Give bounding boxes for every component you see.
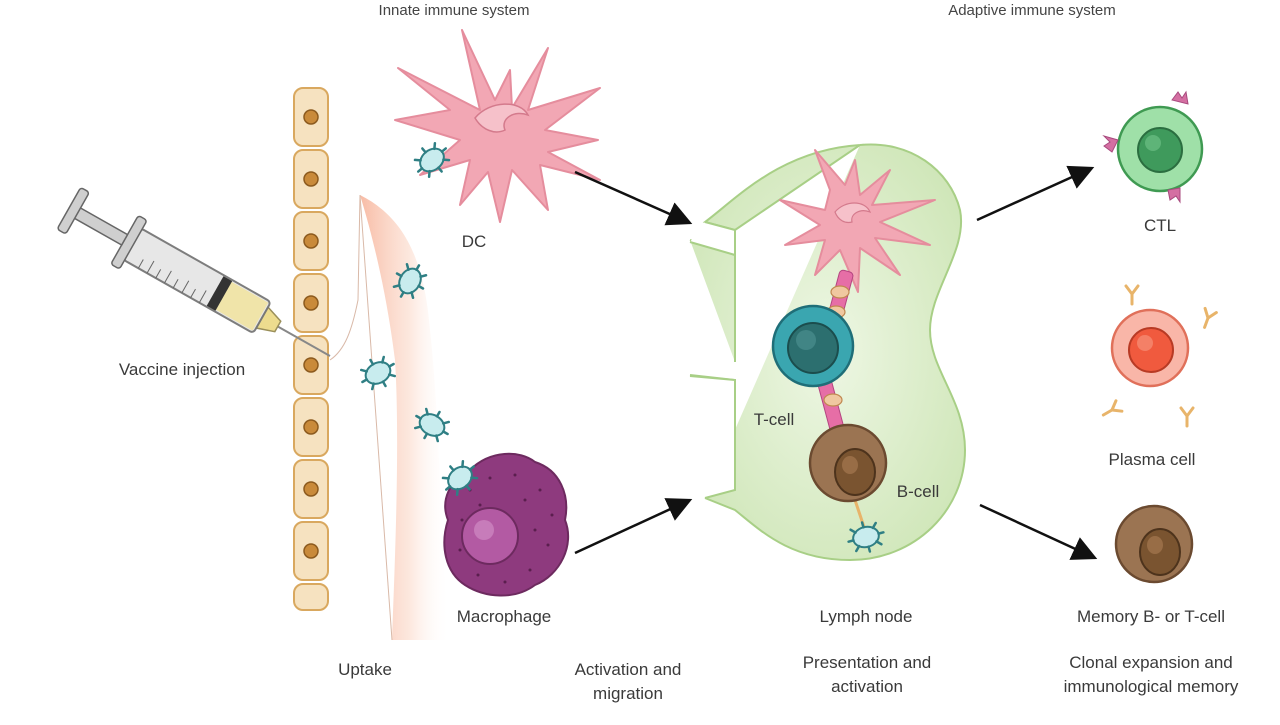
t-cell-label: T-cell bbox=[753, 410, 795, 429]
syringe-icon bbox=[57, 187, 331, 357]
epithelial-cell-layer bbox=[293, 87, 329, 611]
ctl-cell bbox=[1102, 90, 1204, 204]
ctl-label: CTL bbox=[1143, 216, 1177, 235]
stage-clonal-expansion-label: Clonal expansion and immunological memor… bbox=[1063, 653, 1239, 696]
lymph-node-label: Lymph node bbox=[819, 607, 913, 626]
vaccine-injection-label: Vaccine injection bbox=[118, 360, 246, 379]
macrophage-cell bbox=[435, 452, 570, 597]
plasma-cell bbox=[1098, 284, 1218, 428]
stage-activation-migration-label: Activation and migration bbox=[574, 660, 682, 703]
injection-tissue-area bbox=[360, 195, 450, 640]
t-cell bbox=[771, 304, 855, 388]
dendritic-cell bbox=[394, 29, 601, 223]
memory-cell bbox=[1114, 504, 1194, 584]
stage-presentation-activation-label: Presentation and activation bbox=[802, 653, 932, 696]
dc-label: DC bbox=[461, 232, 487, 251]
b-cell-label: B-cell bbox=[896, 482, 940, 501]
adaptive-immune-system-header: Adaptive immune system bbox=[948, 2, 1116, 19]
plasma-cell-label: Plasma cell bbox=[1108, 450, 1196, 469]
arrow-to-memory-cell bbox=[979, 503, 1098, 560]
arrow-dc-to-lymph-node bbox=[574, 170, 693, 226]
arrow-to-ctl bbox=[976, 165, 1095, 222]
macrophage-label: Macrophage bbox=[456, 607, 552, 626]
memory-cell-label: Memory B- or T-cell bbox=[1077, 607, 1225, 626]
b-cell bbox=[808, 423, 889, 558]
innate-immune-system-header: Innate immune system bbox=[378, 2, 530, 19]
dendritic-cell-in-lymph-node bbox=[779, 149, 936, 293]
arrow-macrophage-to-lymph-node bbox=[574, 498, 693, 555]
stage-uptake-label: Uptake bbox=[338, 660, 392, 679]
